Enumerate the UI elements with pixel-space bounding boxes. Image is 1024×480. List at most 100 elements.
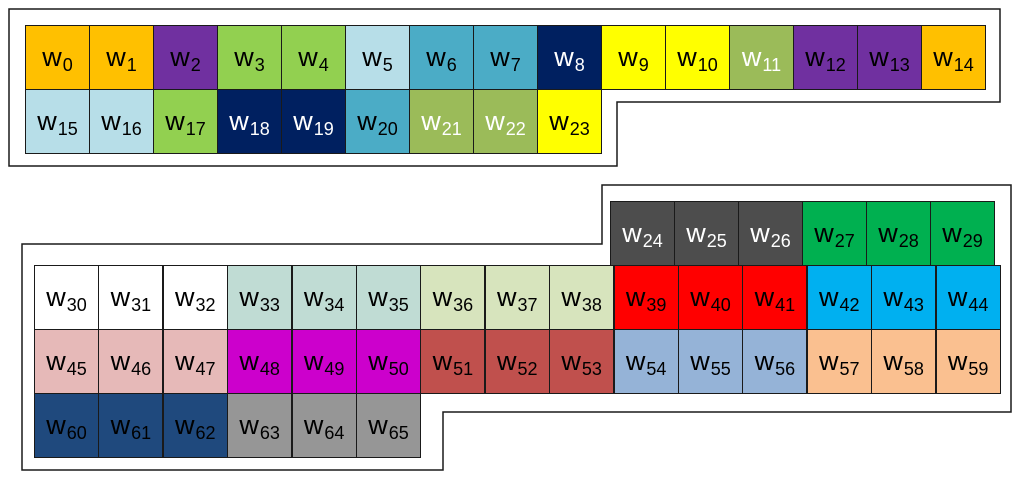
weight-letter: w <box>37 106 57 136</box>
weight-subscript: 19 <box>313 118 334 139</box>
weight-subscript: 51 <box>453 358 474 379</box>
weight-subscript: 39 <box>646 294 667 315</box>
weight-letter: w <box>101 106 121 136</box>
weight-subscript: 23 <box>569 118 590 139</box>
weight-subscript: 44 <box>968 294 989 315</box>
weight-letter: w <box>432 282 453 312</box>
weight-subscript: 24 <box>642 230 663 251</box>
weight-letter: w <box>741 42 762 72</box>
weight-subscript: 62 <box>195 422 216 443</box>
weight-subscript: 36 <box>453 294 474 315</box>
weight-subscript: 9 <box>638 54 649 75</box>
weight-subscript: 20 <box>377 118 398 139</box>
weight-letter: w <box>362 42 382 72</box>
weight-letter: w <box>947 282 968 312</box>
weight-letter: w <box>110 346 131 376</box>
weight-letter: w <box>622 218 642 248</box>
weight-letter: w <box>368 346 388 376</box>
weight-subscript: 6 <box>446 54 457 75</box>
top-group-outline <box>8 8 1001 167</box>
weight-letter: w <box>625 282 646 312</box>
weight-subscript: 59 <box>968 358 989 379</box>
weight-subscript: 56 <box>775 358 796 379</box>
weight-subscript: 1 <box>126 54 137 75</box>
weight-subscript: 29 <box>962 230 983 251</box>
weight-letter: w <box>561 346 581 376</box>
weight-letter: w <box>750 218 770 248</box>
weight-subscript: 42 <box>839 294 860 315</box>
weight-letter: w <box>229 106 249 136</box>
weight-subscript: 43 <box>903 294 924 315</box>
weight-subscript: 16 <box>121 118 142 139</box>
weight-letter: w <box>933 42 953 72</box>
weight-letter: w <box>878 218 898 248</box>
weight-subscript: 33 <box>259 294 280 315</box>
weight-letter: w <box>303 282 324 312</box>
weight-subscript: 54 <box>646 358 667 379</box>
weight-letter: w <box>942 218 962 248</box>
weight-subscript: 17 <box>185 118 206 139</box>
weight-letter: w <box>883 282 903 312</box>
weight-letter: w <box>819 346 839 376</box>
weight-letter: w <box>497 346 517 376</box>
weight-subscript: 48 <box>259 358 280 379</box>
weight-subscript: 0 <box>62 54 73 75</box>
weight-subscript: 47 <box>195 358 216 379</box>
weight-letter: w <box>293 106 313 136</box>
weight-letter: w <box>869 42 889 72</box>
weight-letter: w <box>421 106 441 136</box>
weight-letter: w <box>175 346 195 376</box>
weight-letter: w <box>561 282 581 312</box>
weight-subscript: 12 <box>825 54 846 75</box>
weight-subscript: 46 <box>131 358 152 379</box>
weight-subscript: 49 <box>324 358 345 379</box>
weight-letter: w <box>165 106 185 136</box>
weight-subscript: 8 <box>574 54 585 75</box>
weight-letter: w <box>175 282 195 312</box>
weight-subscript: 21 <box>441 118 462 139</box>
weight-letter: w <box>805 42 825 72</box>
weight-subscript: 11 <box>762 54 782 75</box>
weight-letter: w <box>368 410 388 440</box>
weight-letter: w <box>625 346 646 376</box>
weight-subscript: 50 <box>388 358 409 379</box>
weight-letter: w <box>554 42 574 72</box>
weight-letter: w <box>106 42 126 72</box>
weight-subscript: 26 <box>770 230 791 251</box>
